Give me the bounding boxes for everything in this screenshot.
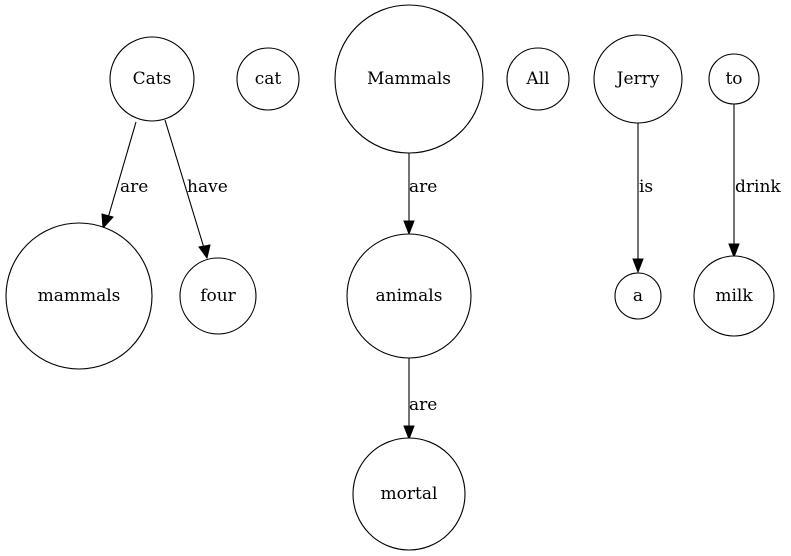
node-cats: Cats: [109, 36, 195, 122]
node-label: mammals: [38, 286, 121, 306]
edge-label-have: have: [187, 177, 228, 197]
edge-cats-are-mammals: are: [101, 121, 148, 230]
edge-jerry-is-a: is: [632, 123, 653, 274]
node-label: Cats: [133, 69, 172, 89]
node-jerry: Jerry: [593, 34, 683, 124]
node-animals: animals: [346, 233, 472, 359]
node-mammals-capitalized: Mammals: [334, 4, 484, 154]
edge-mammals-are-animals: are: [403, 153, 437, 236]
node-label: cat: [255, 69, 282, 89]
node-label: four: [200, 286, 236, 306]
node-cat: cat: [236, 47, 300, 111]
edge-label-drink: drink: [735, 177, 781, 197]
edge-label-are: are: [409, 395, 437, 415]
edge-cats-have-four: have: [164, 119, 228, 260]
node-label: a: [633, 286, 643, 306]
arrowhead: [403, 425, 415, 441]
node-mortal: mortal: [352, 437, 466, 551]
arrowhead: [632, 258, 644, 274]
arrowhead: [198, 244, 211, 260]
edge-label-are: are: [120, 177, 148, 197]
edge-to-drink-milk: drink: [728, 104, 781, 259]
node-label: mortal: [381, 484, 438, 504]
node-label: milk: [715, 286, 753, 306]
node-a: a: [614, 272, 662, 320]
node-mammals: mammals: [5, 222, 153, 370]
arrowhead: [101, 213, 114, 230]
edge-label-is: is: [639, 177, 653, 197]
arrowhead: [728, 243, 740, 259]
node-label: Mammals: [367, 69, 451, 89]
edge-label-are: are: [409, 177, 437, 197]
arrowhead: [403, 220, 415, 236]
node-four: four: [179, 257, 257, 335]
node-label: to: [725, 69, 742, 89]
node-label: Jerry: [615, 69, 660, 89]
node-all: All: [506, 47, 570, 111]
edge-animals-are-mortal: are: [403, 358, 437, 441]
node-label: animals: [376, 286, 443, 306]
node-milk: milk: [693, 255, 775, 337]
node-to: to: [708, 53, 760, 105]
node-label: All: [525, 69, 549, 89]
